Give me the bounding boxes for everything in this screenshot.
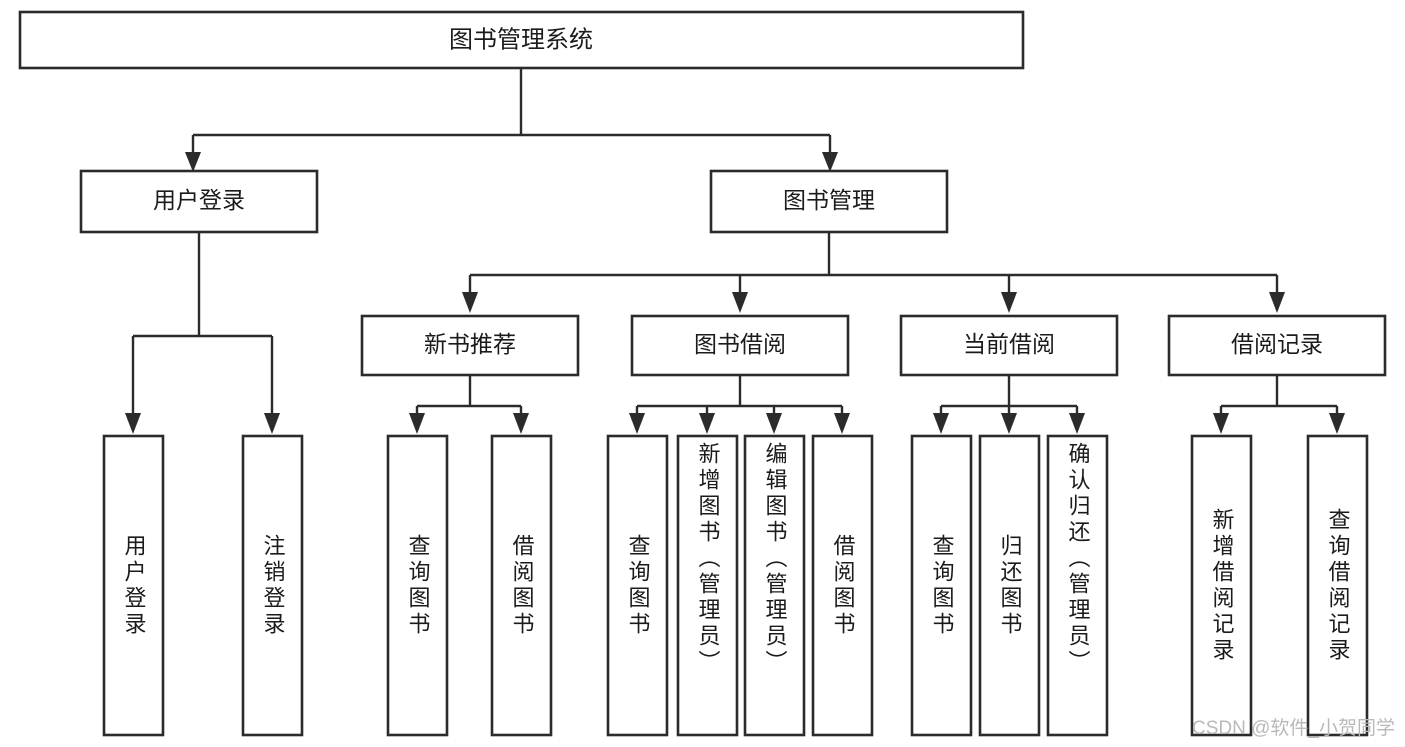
arrow-head-icon (1329, 413, 1345, 434)
node-user-login-label: 用户登录 (153, 187, 245, 213)
node-root[interactable]: 图书管理系统 (18, 10, 1025, 70)
connector-borrowrecord-to-leaves (1213, 375, 1345, 434)
node-borrow-record[interactable]: 借阅记录 (1167, 314, 1387, 377)
node-book-borrow-label: 图书借阅 (694, 331, 786, 357)
leaf-box-add-borrow-record[interactable] (1190, 434, 1253, 737)
node-root-box[interactable] (18, 10, 1025, 70)
leaf-box-query-book-current[interactable] (910, 434, 973, 737)
arrow-head-icon (1213, 413, 1229, 434)
node-root-label: 图书管理系统 (449, 26, 593, 53)
node-new-book-recommend-box[interactable] (360, 314, 580, 377)
arrow-head-icon (834, 413, 850, 434)
node-book-management[interactable]: 图书管理 (709, 169, 949, 234)
leaf-box-borrow-book[interactable] (811, 434, 874, 737)
node-user-login[interactable]: 用户登录 (79, 169, 319, 234)
connector-root-to-level2 (185, 68, 838, 172)
node-book-management-label: 图书管理 (783, 187, 875, 213)
arrow-head-icon (1001, 292, 1017, 313)
connector-newbook-to-leaves (409, 375, 529, 434)
leaf-box-logout[interactable] (241, 434, 304, 737)
node-book-borrow[interactable]: 图书借阅 (630, 314, 850, 377)
node-new-book-recommend[interactable]: 新书推荐 (360, 314, 580, 377)
node-book-management-box[interactable] (709, 169, 949, 234)
leaf-box-query-borrow-record[interactable] (1306, 434, 1369, 737)
node-current-borrow-box[interactable] (899, 314, 1119, 377)
leaf-box-return-book[interactable] (978, 434, 1041, 737)
connector-bookborrow-to-leaves (629, 375, 850, 434)
node-borrow-record-box[interactable] (1167, 314, 1387, 377)
leaf-box-query-book-recommend[interactable] (386, 434, 449, 737)
node-borrow-record-label: 借阅记录 (1231, 331, 1323, 357)
arrow-head-icon (822, 152, 838, 172)
arrow-head-icon (699, 413, 715, 434)
arrow-head-icon (125, 413, 141, 434)
arrow-head-icon (264, 413, 280, 434)
node-book-borrow-box[interactable] (630, 314, 850, 377)
arrow-head-icon (766, 413, 782, 434)
node-current-borrow[interactable]: 当前借阅 (899, 314, 1119, 377)
arrow-head-icon (513, 413, 529, 434)
connector-currentborrow-to-leaves (933, 375, 1085, 434)
leaf-box-add-book-admin[interactable] (676, 434, 739, 737)
arrow-head-icon (933, 413, 949, 434)
node-new-book-recommend-label: 新书推荐 (424, 331, 516, 357)
arrow-head-icon (629, 413, 645, 434)
connector-booksmgmt-to-level3 (462, 232, 1285, 313)
leaf-box-borrow-book-recommend[interactable] (490, 434, 553, 737)
arrow-head-icon (732, 292, 748, 313)
leaf-box-confirm-return-admin[interactable] (1046, 434, 1109, 737)
arrow-head-icon (1269, 292, 1285, 313)
arrow-head-icon (462, 292, 478, 313)
arrow-head-icon (185, 152, 201, 172)
arrow-head-icon (409, 413, 425, 434)
connector-userlogin-to-leaves (125, 232, 280, 434)
leaf-box-user-login[interactable] (102, 434, 165, 737)
leaf-box-edit-book-admin[interactable] (743, 434, 806, 737)
node-user-login-box[interactable] (79, 169, 319, 234)
arrow-head-icon (1069, 413, 1085, 434)
leaf-box-query-book-borrow[interactable] (606, 434, 669, 737)
node-current-borrow-label: 当前借阅 (963, 331, 1055, 357)
arrow-head-icon (1001, 413, 1017, 434)
